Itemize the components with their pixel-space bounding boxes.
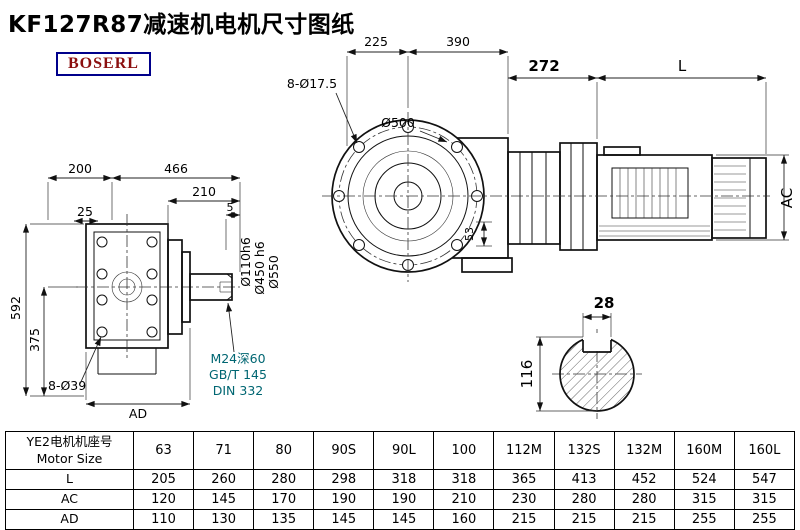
dim-value: 160 bbox=[433, 509, 495, 530]
size-header: 100 bbox=[433, 431, 495, 470]
dim-value: 524 bbox=[673, 469, 735, 490]
dim-592-label: 592 bbox=[8, 296, 23, 320]
dim-value: 145 bbox=[313, 509, 375, 530]
dim-value: 318 bbox=[433, 469, 495, 490]
dim-value: 315 bbox=[733, 489, 796, 510]
motor-adapter bbox=[507, 151, 561, 245]
dim-value: 215 bbox=[553, 509, 615, 530]
dim-value: 145 bbox=[193, 489, 255, 510]
dim-value: 315 bbox=[673, 489, 735, 510]
front-view-dimensions: 200 466 210 5 25 592 375 8-Ø39 AD Ø110h6… bbox=[8, 161, 281, 421]
table-header-row: YE2电机机座号 Motor Size 63 71 80 90S 90L 100… bbox=[5, 431, 796, 470]
row-label: L bbox=[5, 469, 134, 490]
dim-210-label: 210 bbox=[192, 184, 216, 199]
motor-stator bbox=[611, 167, 689, 219]
tap-standard-2: DIN 332 bbox=[213, 383, 264, 398]
dim-value: 170 bbox=[253, 489, 315, 510]
dim-466-label: 466 bbox=[164, 161, 188, 176]
dim-value: 110 bbox=[132, 509, 195, 530]
fan-cowl bbox=[711, 157, 767, 239]
boserl-logo: BOSERL bbox=[56, 52, 151, 76]
dim-value: 260 bbox=[193, 469, 255, 490]
dim-value: 205 bbox=[132, 469, 195, 490]
shaft-diameter-label: Ø110h6 bbox=[238, 237, 253, 287]
side-view-dimensions: 225 390 272 L AC 53 8-Ø17.5 Ø500 bbox=[287, 34, 796, 247]
flange-diameter-label: Ø550 bbox=[266, 255, 281, 289]
side-view bbox=[322, 112, 770, 282]
page-title: KF127R87减速机电机尺寸图纸 bbox=[8, 12, 355, 38]
size-header: 132S bbox=[553, 431, 615, 470]
dim-value: 120 bbox=[132, 489, 195, 510]
spigot-diameter-label: Ø450 h6 bbox=[252, 241, 267, 295]
dim-value: 215 bbox=[493, 509, 555, 530]
dim-5-label: 5 bbox=[227, 201, 234, 214]
size-header: 90S bbox=[313, 431, 375, 470]
dim-value: 452 bbox=[613, 469, 675, 490]
dim-value: 190 bbox=[373, 489, 435, 510]
dim-225-label: 225 bbox=[364, 34, 388, 49]
size-header: 160L bbox=[733, 431, 796, 470]
dim-value: 318 bbox=[373, 469, 435, 490]
size-header: 80 bbox=[253, 431, 315, 470]
front-view bbox=[76, 214, 240, 375]
dim-value: 298 bbox=[313, 469, 375, 490]
dim-390-label: 390 bbox=[446, 34, 470, 49]
dim-value: 130 bbox=[193, 509, 255, 530]
holes-39-label: 8-Ø39 bbox=[48, 378, 86, 393]
tap-hole-label: M24深60 bbox=[210, 351, 265, 366]
dim-25-label: 25 bbox=[77, 204, 93, 219]
dim-value: 255 bbox=[673, 509, 735, 530]
table-row-AC: AC 120 145 170 190 190 210 230 280 280 3… bbox=[5, 489, 796, 510]
size-header: 112M bbox=[493, 431, 555, 470]
size-header: 132M bbox=[613, 431, 675, 470]
table-row-AD: AD 110 130 135 145 145 160 215 215 215 2… bbox=[5, 509, 796, 530]
dim-value: 547 bbox=[733, 469, 796, 490]
dim-value: 280 bbox=[613, 489, 675, 510]
dim-value: 280 bbox=[553, 489, 615, 510]
size-header: 160M bbox=[673, 431, 735, 470]
dim-value: 413 bbox=[553, 469, 615, 490]
ad-dim-label: AD bbox=[129, 406, 147, 421]
motor-size-header: YE2电机机座号 Motor Size bbox=[5, 431, 134, 470]
shaft-height-label: 116 bbox=[518, 360, 536, 389]
key-width-label: 28 bbox=[594, 294, 615, 312]
dim-375-label: 375 bbox=[27, 328, 42, 352]
flange-holes-label: 8-Ø17.5 bbox=[287, 76, 337, 91]
dim-value: 135 bbox=[253, 509, 315, 530]
size-header: 63 bbox=[132, 431, 195, 470]
dim-value: 215 bbox=[613, 509, 675, 530]
dim-53-label: 53 bbox=[463, 227, 476, 241]
motor-ac-label: AC bbox=[778, 188, 796, 208]
table-row-L: L 205 260 280 298 318 318 365 413 452 52… bbox=[5, 469, 796, 490]
shaft-section-view: 28 116 bbox=[518, 294, 642, 419]
dimension-table: YE2电机机座号 Motor Size 63 71 80 90S 90L 100… bbox=[5, 431, 796, 530]
dim-200-label: 200 bbox=[68, 161, 92, 176]
output-shaft bbox=[189, 273, 233, 301]
dim-value: 255 bbox=[733, 509, 796, 530]
dim-value: 280 bbox=[253, 469, 315, 490]
technical-drawing: 200 466 210 5 25 592 375 8-Ø39 AD Ø110h6… bbox=[8, 34, 796, 421]
row-label: AC bbox=[5, 489, 134, 510]
tap-standard-1: GB/T 145 bbox=[209, 367, 267, 382]
header-cn: YE2电机机座号 bbox=[26, 434, 113, 450]
flange-500-label: Ø500 bbox=[381, 115, 415, 130]
housing-foot bbox=[461, 257, 513, 273]
row-label: AD bbox=[5, 509, 134, 530]
size-header: 90L bbox=[373, 431, 435, 470]
dim-value: 190 bbox=[313, 489, 375, 510]
dim-value: 145 bbox=[373, 509, 435, 530]
motor-length-label: L bbox=[678, 57, 687, 75]
dim-value: 365 bbox=[493, 469, 555, 490]
motor-flange bbox=[559, 142, 598, 251]
dim-value: 230 bbox=[493, 489, 555, 510]
dim-value: 210 bbox=[433, 489, 495, 510]
header-en: Motor Size bbox=[36, 450, 103, 466]
dim-272-label: 272 bbox=[528, 57, 559, 75]
size-header: 71 bbox=[193, 431, 255, 470]
motor-lifting-lug bbox=[603, 146, 641, 156]
